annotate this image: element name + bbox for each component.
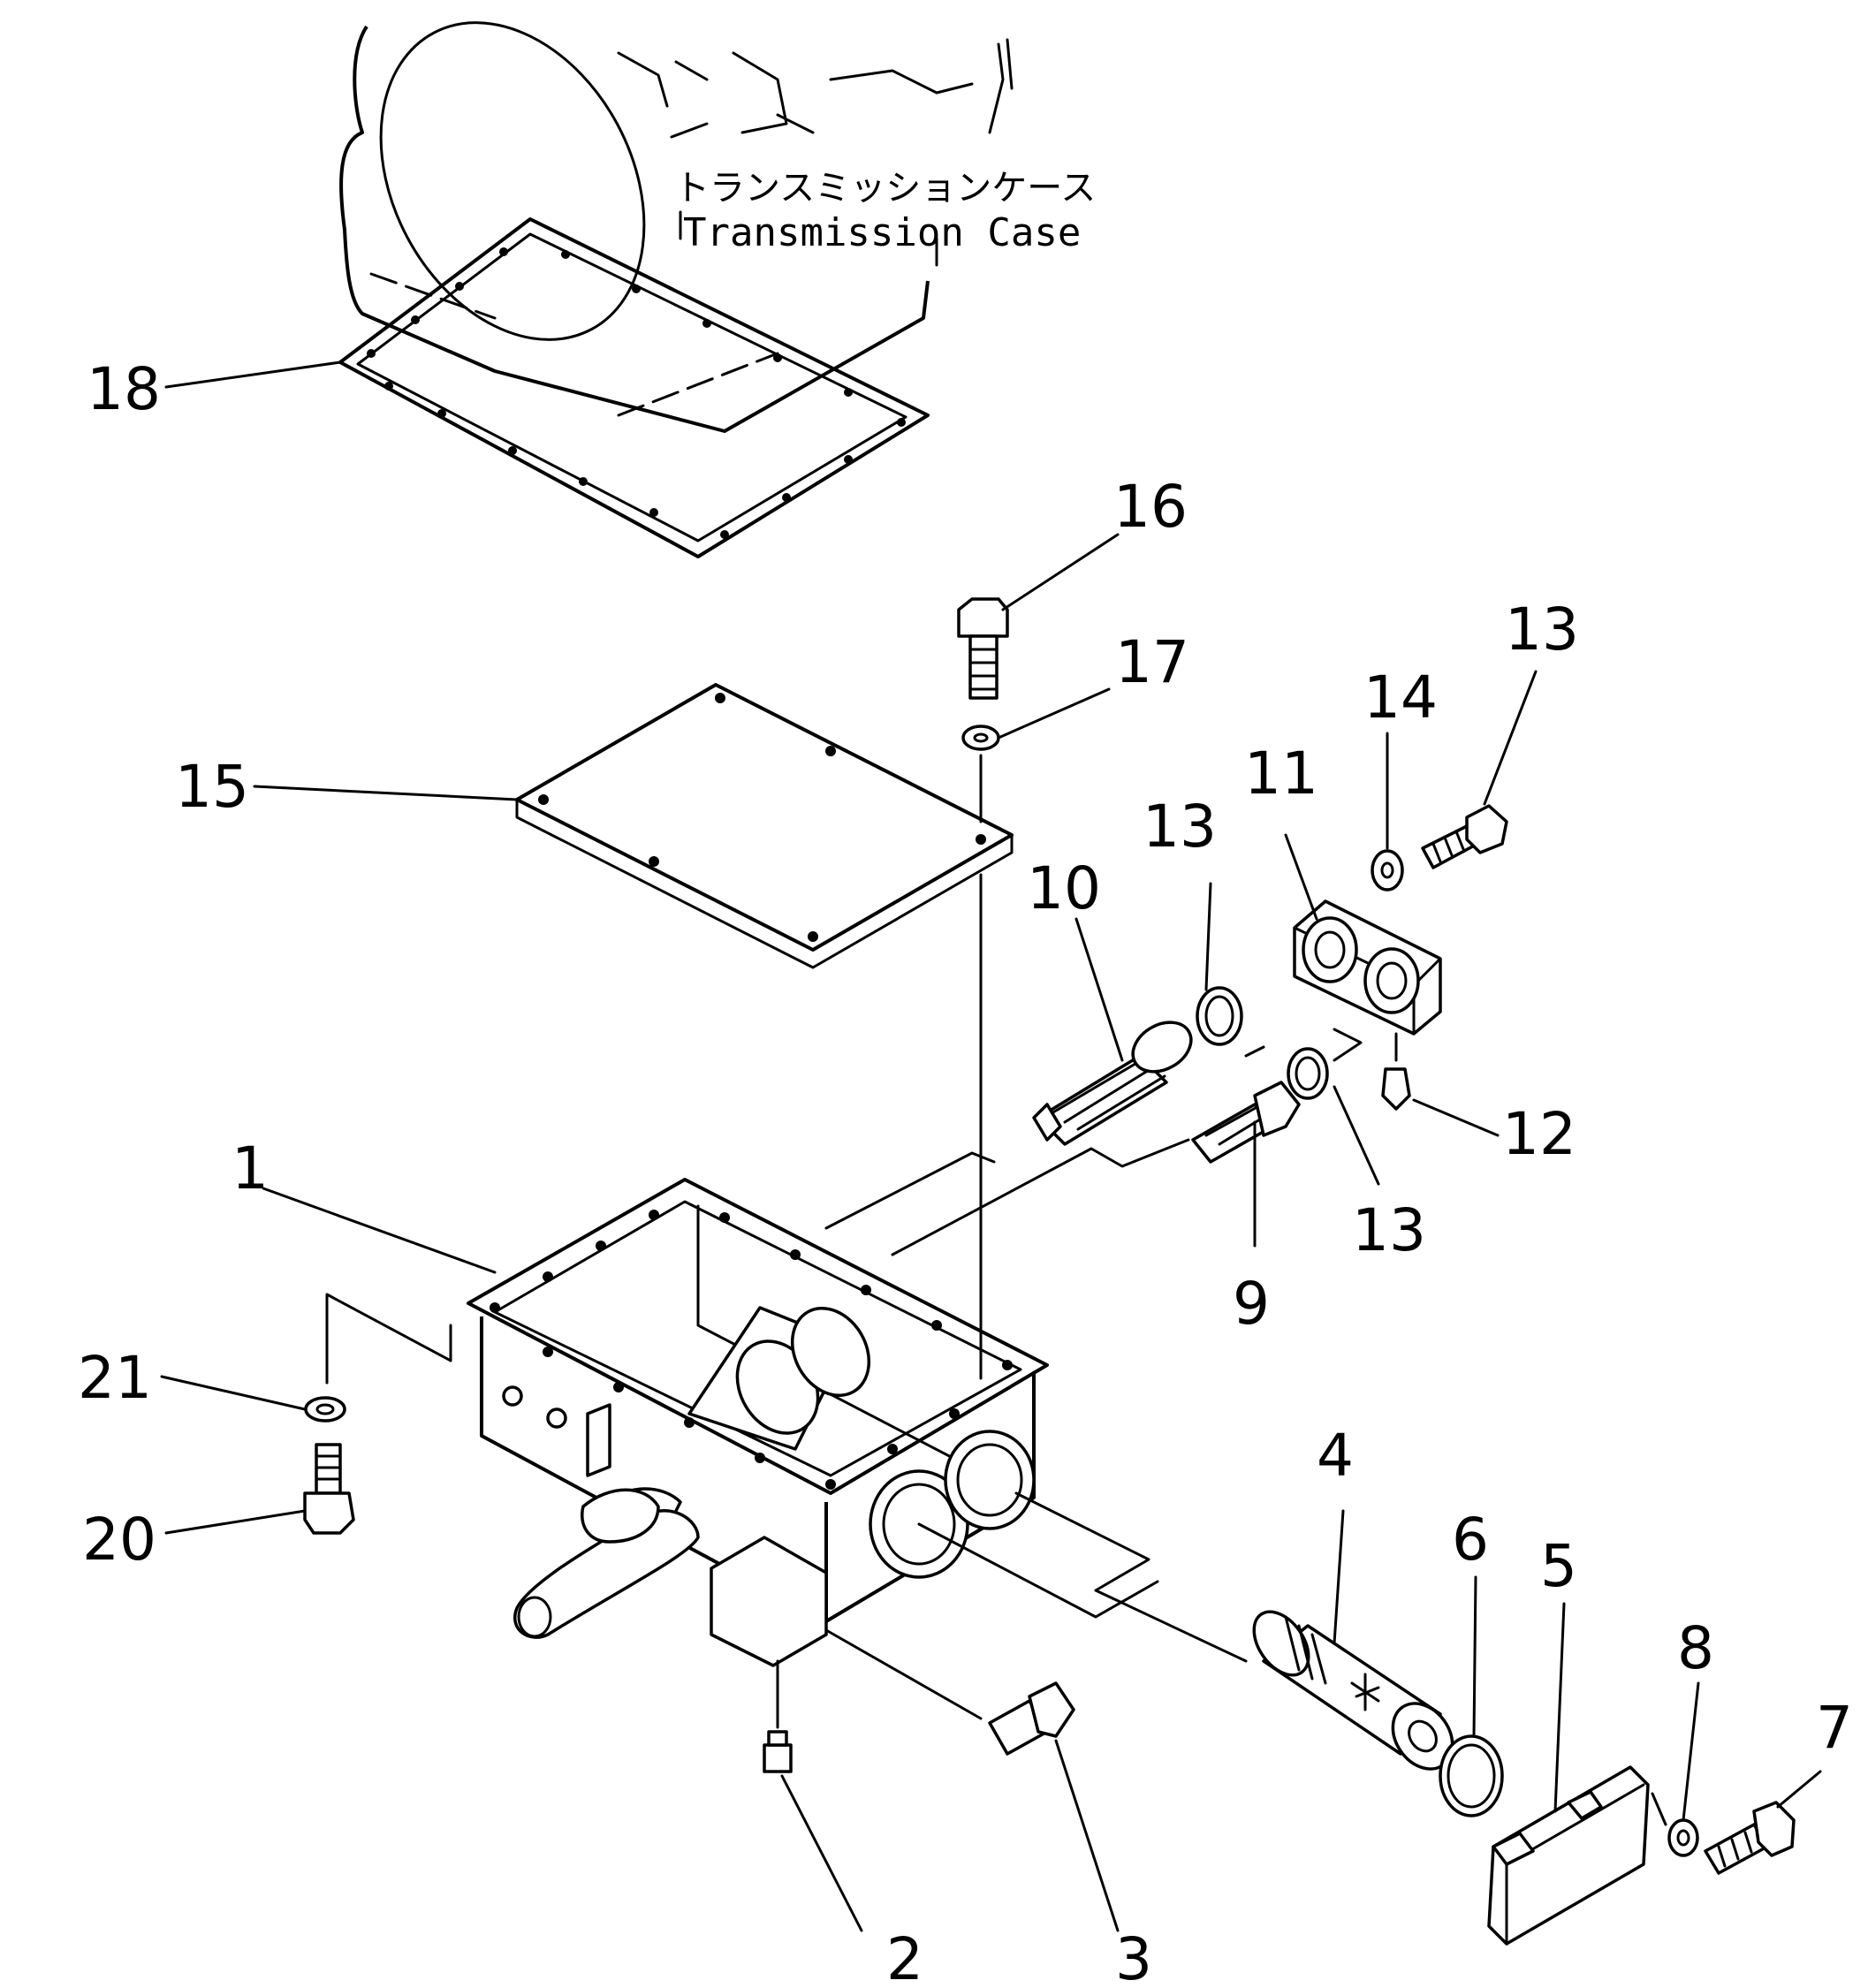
callout-9: 9 — [1233, 1270, 1270, 1338]
callout-5: 5 — [1540, 1532, 1577, 1600]
callout-13-lower: 13 — [1352, 1196, 1426, 1264]
callout-19: 18 — [87, 355, 161, 423]
washer-15 — [1371, 849, 1404, 892]
callout-16: 15 — [175, 753, 249, 821]
callout-1: 1 — [232, 1134, 269, 1203]
callout-2: 2 — [886, 1925, 923, 1988]
callout-10: 10 — [1027, 854, 1101, 922]
cover-5 — [1487, 1765, 1650, 1946]
callout-8: 8 — [1677, 1614, 1714, 1682]
callout-15: 14 — [1363, 664, 1438, 732]
washer-8 — [1667, 1818, 1699, 1857]
o-ring-13-upper — [1196, 986, 1243, 1046]
case-label-english: Transmission Case — [683, 210, 1081, 255]
leader-lines — [160, 360, 1822, 1932]
o-ring-13-lower — [1287, 1047, 1329, 1100]
o-ring-6 — [1439, 1734, 1504, 1817]
callout-6: 6 — [1452, 1506, 1489, 1574]
callout-17: 16 — [1113, 473, 1188, 541]
cover-plate-16 — [515, 683, 1014, 969]
callout-13-upper: 13 — [1143, 793, 1217, 861]
washer-18 — [961, 725, 1000, 751]
callout-18: 17 — [1115, 628, 1189, 696]
drain-plug-2 — [763, 1730, 793, 1773]
spool-4 — [1252, 1610, 1454, 1771]
callout-7: 7 — [1816, 1694, 1853, 1762]
sensor-3 — [988, 1681, 1075, 1756]
callout-4: 4 — [1317, 1422, 1354, 1490]
bolt-17 — [957, 597, 1009, 700]
callout-3: 3 — [1115, 1925, 1152, 1988]
screw-12 — [1381, 1067, 1411, 1111]
washer-21 — [304, 1396, 346, 1423]
callout-11: 11 — [1244, 740, 1318, 808]
assembly-guide-lines — [325, 1028, 1667, 1826]
valve-10 — [1032, 1021, 1193, 1146]
bolt-7 — [1704, 1801, 1796, 1875]
gasket-19 — [338, 217, 930, 558]
callout-14: 13 — [1505, 596, 1579, 664]
callout-21: 21 — [78, 1344, 152, 1412]
case-label-japanese: トランスミッションケース — [674, 168, 1096, 209]
transmission-case — [339, 21, 1014, 433]
callout-12: 12 — [1502, 1100, 1576, 1168]
valve-block-11 — [1293, 899, 1442, 1036]
bolt-14 — [1421, 804, 1508, 869]
callout-20: 20 — [82, 1506, 156, 1574]
bolt-20 — [303, 1443, 355, 1535]
plug-9 — [1191, 1081, 1301, 1164]
callout-labels: 18 15 16 17 10 13 11 14 13 12 13 9 1 21 … — [78, 355, 1853, 1988]
case-body-1 — [467, 1178, 1049, 1667]
